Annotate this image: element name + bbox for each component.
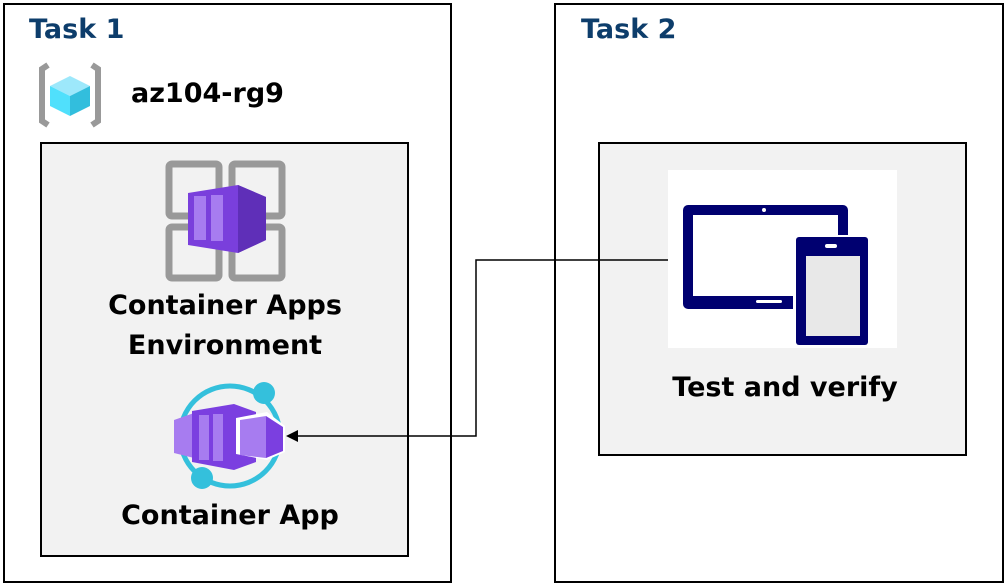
task1-title: Task 1 [29,14,125,45]
resource-group-name: az104-rg9 [131,78,284,109]
container-apps-environment-icon [165,160,286,282]
verify-label: Test and verify [672,372,898,403]
resource-group-icon [39,62,101,128]
container-app-label: Container App [121,500,339,531]
task2-panel [554,3,1004,583]
container-app-icon [174,382,285,489]
task1-panel [3,3,452,583]
devices-icon [668,170,897,348]
task2-title: Task 2 [581,14,677,45]
environment-label: Container Apps Environment [108,290,342,361]
